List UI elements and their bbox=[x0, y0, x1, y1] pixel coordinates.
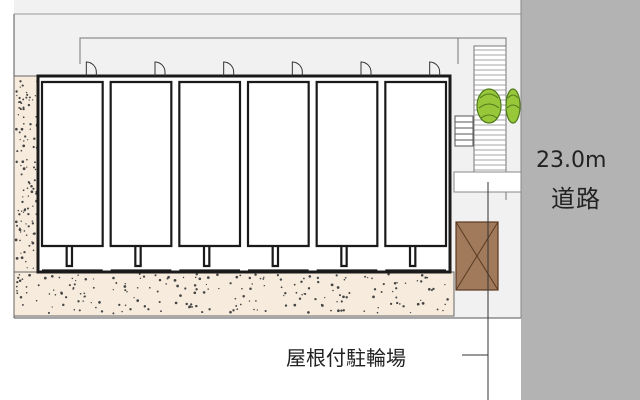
door-swing-icon bbox=[85, 61, 97, 76]
apartment-unit bbox=[178, 80, 242, 271]
apartment-unit bbox=[109, 80, 173, 271]
door-swing-icon bbox=[360, 61, 372, 76]
apartment-unit bbox=[40, 80, 104, 271]
door-swing-icon bbox=[429, 61, 441, 76]
footpath-outline bbox=[79, 37, 459, 64]
garden-gravel-texture bbox=[14, 80, 449, 315]
shrub-icon bbox=[476, 88, 502, 124]
apartment-unit bbox=[246, 80, 310, 271]
door-swing-icon bbox=[291, 61, 303, 76]
road-name-label: 道路 bbox=[551, 185, 601, 213]
door-swing-icon bbox=[223, 61, 235, 76]
stair-icon bbox=[454, 115, 474, 147]
shrub-icon bbox=[505, 88, 521, 124]
bike-parking-label: 屋根付駐輪場 bbox=[286, 346, 406, 370]
apartment-units bbox=[40, 61, 448, 271]
road bbox=[521, 0, 640, 400]
bike-parking-cross bbox=[455, 221, 499, 291]
door-swing-icon bbox=[154, 61, 166, 76]
apartment-unit bbox=[384, 80, 448, 271]
road-width-label: 23.0m bbox=[536, 148, 607, 173]
apartment-unit bbox=[315, 80, 379, 271]
building-outline bbox=[36, 74, 452, 274]
